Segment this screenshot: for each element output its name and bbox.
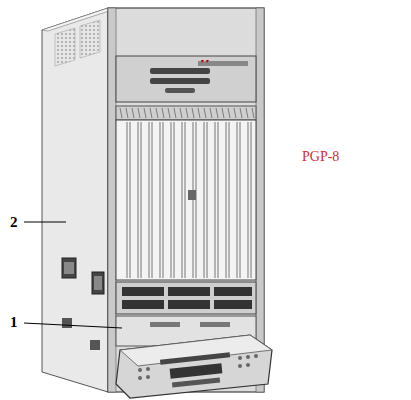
stroke — [207, 122, 208, 278]
stroke — [180, 108, 182, 118]
model-name: PGP-8 — [302, 150, 339, 164]
stroke — [216, 108, 218, 118]
stroke — [182, 122, 183, 278]
leader-line — [24, 222, 66, 223]
stroke — [226, 122, 227, 278]
front-door — [116, 335, 272, 398]
stroke — [185, 122, 186, 278]
stroke — [218, 122, 219, 278]
stroke — [174, 108, 176, 118]
button — [146, 375, 150, 379]
stroke — [234, 108, 236, 118]
stroke — [144, 108, 146, 118]
stroke — [120, 108, 122, 118]
stroke — [171, 122, 172, 278]
stroke — [130, 122, 131, 278]
stroke — [248, 122, 249, 278]
stroke — [168, 108, 170, 118]
stroke — [150, 108, 152, 118]
button — [246, 363, 250, 367]
fan-tray — [116, 282, 256, 314]
leader-line — [24, 323, 122, 328]
side-panel — [42, 8, 108, 392]
stroke — [192, 108, 194, 118]
callout-number: 1 — [10, 315, 18, 330]
front-frame — [108, 8, 264, 392]
stroke — [246, 108, 248, 118]
button — [238, 364, 242, 368]
card-cage — [116, 120, 256, 280]
button — [138, 368, 142, 372]
stroke — [240, 108, 242, 118]
button — [138, 376, 142, 380]
button — [238, 356, 242, 360]
stroke — [162, 108, 164, 118]
stroke — [138, 122, 139, 278]
stroke — [204, 122, 205, 278]
stroke — [210, 108, 212, 118]
stroke — [251, 122, 252, 278]
stroke — [132, 108, 134, 118]
button — [146, 367, 150, 371]
stroke — [163, 122, 164, 278]
stroke — [149, 122, 150, 278]
stroke — [228, 108, 230, 118]
stroke — [141, 122, 142, 278]
button — [254, 354, 258, 358]
stroke — [198, 108, 200, 118]
callout-number: 2 — [10, 215, 18, 230]
stroke — [127, 122, 128, 278]
stroke — [215, 122, 216, 278]
button — [246, 355, 250, 359]
stroke — [252, 108, 254, 118]
stroke — [152, 122, 153, 278]
stroke — [138, 108, 140, 118]
stroke — [240, 122, 241, 278]
stroke — [229, 122, 230, 278]
stroke — [160, 122, 161, 278]
stroke — [204, 108, 206, 118]
stroke — [237, 122, 238, 278]
stroke — [126, 108, 128, 118]
stroke — [186, 108, 188, 118]
top-panel — [116, 56, 256, 102]
stroke — [222, 108, 224, 118]
stroke — [156, 108, 158, 118]
stroke — [174, 122, 175, 278]
